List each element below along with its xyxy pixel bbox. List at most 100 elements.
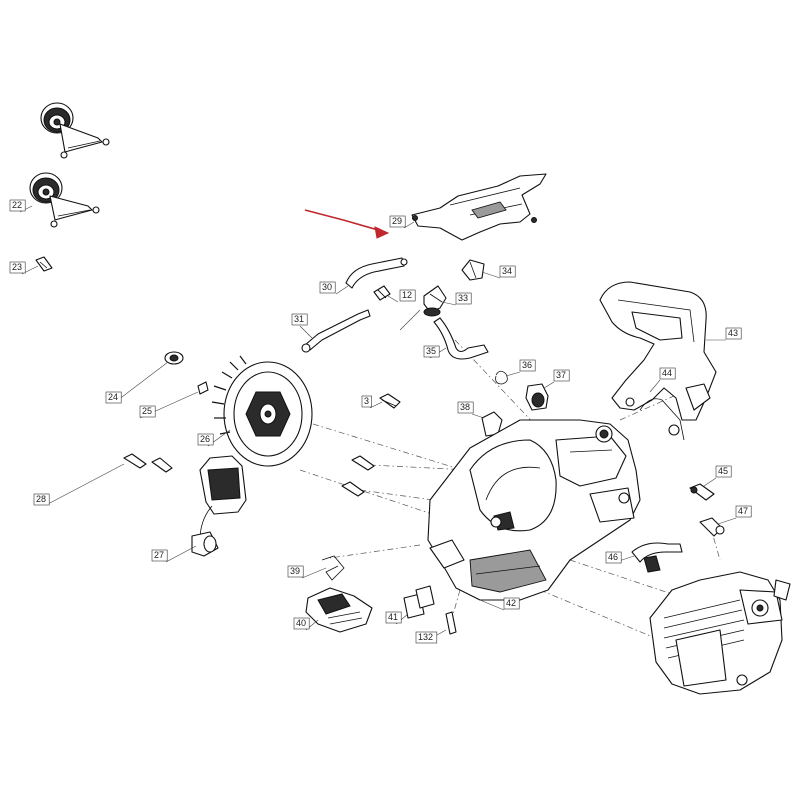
fuel-filter-33: [423, 285, 447, 317]
callout-box: [715, 465, 732, 478]
key-25: [197, 381, 209, 395]
small-bolt-23: [35, 256, 53, 272]
callout-38: 38: [457, 401, 474, 414]
callout-box: [151, 549, 168, 562]
callout-box: [9, 199, 26, 212]
screws-28: [123, 453, 173, 473]
callout-37: 37: [553, 369, 570, 382]
callout-text: 26: [200, 434, 210, 444]
callout-44: 44: [659, 367, 676, 380]
callout-22: 22: [9, 199, 26, 212]
callout-text: 25: [142, 406, 152, 416]
callout-box: [139, 405, 156, 418]
spring-39: [321, 555, 345, 581]
callout-box: [519, 359, 536, 372]
callout-36: 36: [519, 359, 536, 372]
callout-text: 34: [502, 266, 512, 276]
plate-41: [403, 585, 435, 619]
callout-box: [455, 292, 472, 305]
callout-box: [293, 617, 310, 630]
callout-text: 29: [392, 216, 402, 226]
callout-box: [197, 433, 214, 446]
callout-box: [415, 631, 438, 644]
callout-34: 34: [499, 265, 516, 278]
callout-box: [605, 551, 622, 564]
callout-3: 3: [361, 395, 372, 408]
callout-text: 27: [154, 550, 164, 560]
callout-text: 47: [738, 506, 748, 516]
callout-box: [499, 265, 516, 278]
callout-text: 12: [402, 290, 412, 300]
callout-box: [399, 289, 416, 302]
callout-box: [9, 261, 26, 274]
callout-46: 46: [605, 551, 622, 564]
callout-box: [389, 215, 406, 228]
callout-text: 132: [418, 632, 433, 642]
callout-text: 38: [460, 402, 470, 412]
callout-box: [725, 327, 742, 340]
callout-28: 28: [33, 493, 50, 506]
callout-text: 42: [506, 598, 516, 608]
callout-text: 28: [36, 494, 46, 504]
clip-36: [495, 370, 508, 385]
pipe-46: [631, 542, 683, 573]
screw-3c: [341, 481, 365, 497]
callout-box: [33, 493, 50, 506]
callout-39: 39: [287, 565, 304, 578]
callout-text: 39: [290, 566, 300, 576]
flywheel-26: [211, 355, 313, 467]
shroud-part-29: [411, 173, 547, 241]
callout-box: [319, 281, 336, 294]
callout-text: 23: [12, 262, 22, 272]
starter-pulley-lower: [29, 172, 100, 228]
starter-pulley-upper: [40, 102, 110, 159]
callout-27: 27: [151, 549, 168, 562]
callout-text: 35: [426, 346, 436, 356]
highlight-arrow: [304, 209, 390, 239]
cover-40: [305, 587, 373, 633]
pipe-30: [345, 257, 408, 289]
callout-25: 25: [139, 405, 156, 418]
callout-text: 43: [728, 328, 738, 338]
bushing-37: [525, 383, 549, 411]
callout-35: 35: [423, 345, 440, 358]
callout-text: 3: [364, 396, 369, 406]
fitting-12: [373, 285, 391, 301]
callout-box: [735, 505, 752, 518]
nut-24: [164, 351, 184, 365]
callout-box: [291, 313, 308, 326]
callout-30: 30: [319, 281, 336, 294]
callout-box: [385, 611, 402, 624]
callout-23: 23: [9, 261, 26, 274]
callout-box: [105, 391, 122, 404]
hose-35: [433, 317, 489, 360]
callout-45: 45: [715, 465, 732, 478]
callout-box: [659, 367, 676, 380]
callout-box: [287, 565, 304, 578]
crankcase-42: [427, 419, 641, 601]
callout-41: 41: [385, 611, 402, 624]
callout-text: 22: [12, 200, 22, 210]
callout-12: 12: [399, 289, 416, 302]
pipe-31: [301, 309, 371, 353]
callout-40: 40: [293, 617, 310, 630]
callout-box: [361, 395, 372, 408]
grommet-34: [461, 259, 485, 281]
callout-26: 26: [197, 433, 214, 446]
rear-handle-43: [599, 281, 717, 436]
callout-box: [457, 401, 474, 414]
plug-38: [481, 411, 503, 437]
callout-text: 44: [662, 368, 672, 378]
callout-42: 42: [503, 597, 520, 610]
screw-3: [379, 393, 401, 409]
callout-text: 46: [608, 552, 618, 562]
callout-text: 45: [718, 466, 728, 476]
callout-text: 30: [322, 282, 332, 292]
bolt-45: [689, 483, 715, 501]
engine-block: [649, 571, 791, 695]
callout-31: 31: [291, 313, 308, 326]
callout-text: 24: [108, 392, 118, 402]
callout-text: 36: [522, 360, 532, 370]
